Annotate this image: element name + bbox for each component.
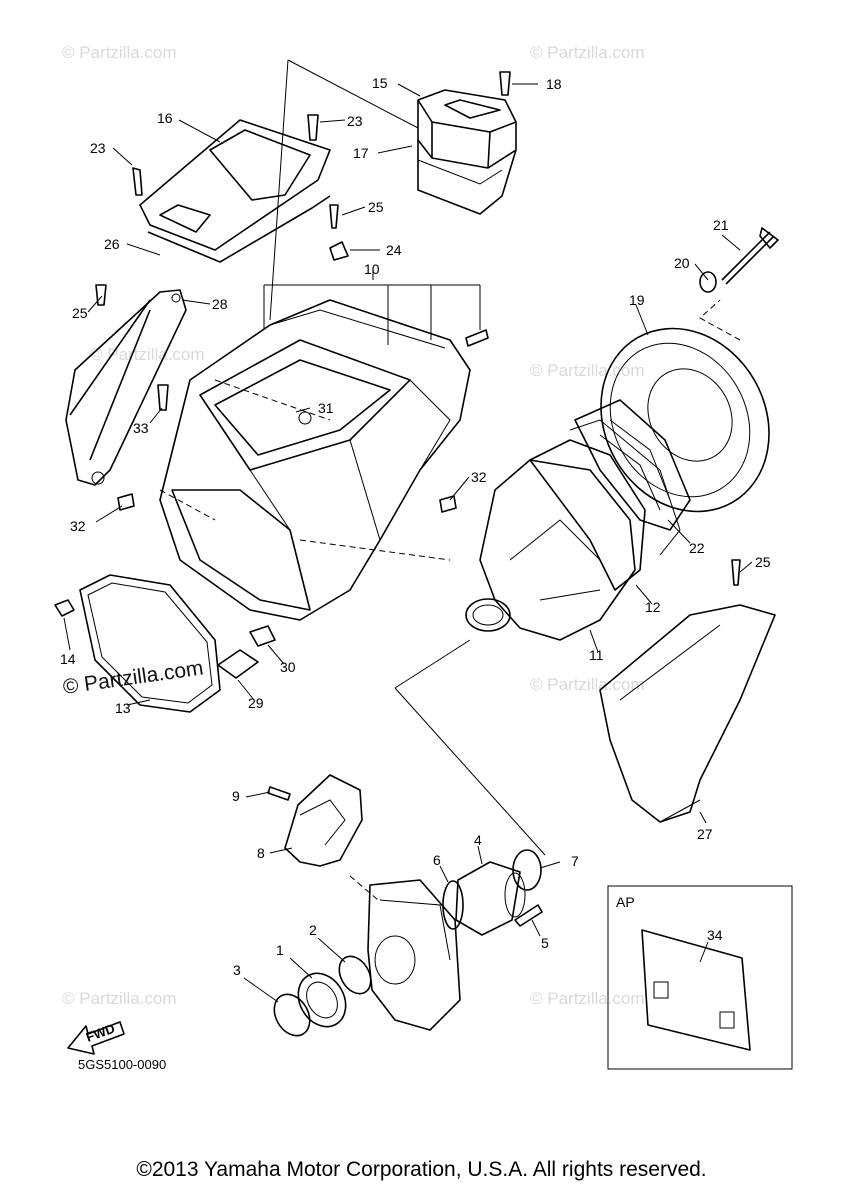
watermark: © Partzilla.com [90,345,205,364]
callout-9: 9 [232,788,240,804]
filter-element-part-22 [574,399,691,531]
washer-part-20 [699,271,717,293]
gasket-part-26 [147,195,331,263]
callout-5: 5 [541,935,549,951]
callout-32: 32 [471,469,487,485]
sealing-plate-part-13 [79,574,221,713]
bolt-part-25 [329,204,339,229]
watermark: © Partzilla.com [530,989,645,1008]
watermark: © Partzilla.com [530,361,645,380]
nut-part-24 [329,241,349,261]
bolt-part-18 [499,71,511,96]
assembly-lines [159,59,741,901]
ap-inset: AP [607,885,793,1070]
clip-part-30 [249,625,276,647]
clamp-part-7 [512,849,542,891]
callout-32: 32 [70,518,86,534]
callout-22: 22 [689,540,705,556]
callout-25: 25 [755,554,771,570]
callout-25: 25 [368,199,384,215]
o-ring-part-6 [442,880,464,930]
callouts: 1 2 3 4 5 6 7 8 9 10 11 12 13 14 15 16 1… [60,75,771,978]
watermark: © Partzilla.com [62,989,177,1008]
callout-10: 10 [364,261,380,277]
bolt-part-23 [307,114,319,141]
callout-16: 16 [157,110,173,126]
callout-33: 33 [133,420,149,436]
watermark: © Partzilla.com [62,43,177,62]
callout-12: 12 [645,599,661,615]
intake-boot-part-15 [417,89,517,215]
clamp-part-2 [338,955,372,995]
hose-part-29 [217,649,259,679]
callout-25: 25 [72,305,88,321]
callout-23: 23 [90,140,106,156]
callout-28: 28 [212,296,228,312]
callout-27: 27 [697,826,713,842]
callout-24: 24 [386,242,402,258]
bracket-part-8 [284,774,363,867]
callout-31: 31 [318,400,334,416]
callout-23: 23 [347,113,363,129]
callout-29: 29 [248,695,264,711]
side-bracket-part-28 [65,289,187,486]
callout-8: 8 [257,845,265,861]
copyright-notice: ©2013 Yamaha Motor Corporation, U.S.A. A… [136,1158,707,1181]
filter-cage-part-12 [529,419,681,591]
filter-guide-part-11 [465,459,636,641]
cover-plate-part-16 [139,119,331,251]
clip-part-32 [439,495,457,513]
watermark: © Partzilla.com [530,675,645,694]
ap-label: AP [616,894,635,910]
callout-26: 26 [104,236,120,252]
callout-18: 18 [546,76,562,92]
airbox-part-10 [159,299,471,621]
callout-19: 19 [629,292,645,308]
diagram-code: 5GS5100-0090 [78,1057,166,1072]
callout-6: 6 [433,852,441,868]
callout-15: 15 [372,75,388,91]
callout-4: 4 [474,832,482,848]
bolt-part-5 [514,904,543,927]
callout-30: 30 [280,659,296,675]
leader-lines [63,83,753,1003]
filter-bolt-part-21 [721,227,779,285]
lower-joint-part-1 [297,972,347,1028]
bolt-part-25 [731,559,741,586]
callout-21: 21 [713,217,729,233]
watermark: © Partzilla.com [530,43,645,62]
clamp-part-3 [273,993,311,1037]
bolt-part-23 [132,167,143,196]
callout-34: 34 [707,927,723,943]
joint-part-4 [455,861,526,936]
callout-11: 11 [589,647,604,663]
fwd-label: FWD [84,1021,117,1045]
callout-1: 1 [276,942,284,958]
callout-7: 7 [571,853,579,869]
clip-part-32 [117,493,135,511]
bolt-part-10 [465,329,489,347]
callout-13: 13 [115,700,131,716]
callout-2: 2 [309,922,317,938]
callout-14: 14 [60,651,76,667]
bolt-part-9 [267,786,291,801]
throttle-body [367,879,461,1031]
bolt-part-25 [95,284,107,306]
callout-17: 17 [353,145,369,161]
fwd-arrow-icon: FWD [67,1021,125,1055]
watermark-strong: © Partzilla.com [61,656,204,698]
side-cover-part-27 [599,604,776,823]
filter-cover-part-19 [600,327,770,513]
bolt-part-33 [157,384,169,411]
callout-3: 3 [233,962,241,978]
callout-20: 20 [674,255,690,271]
nut-part-14 [54,599,75,617]
